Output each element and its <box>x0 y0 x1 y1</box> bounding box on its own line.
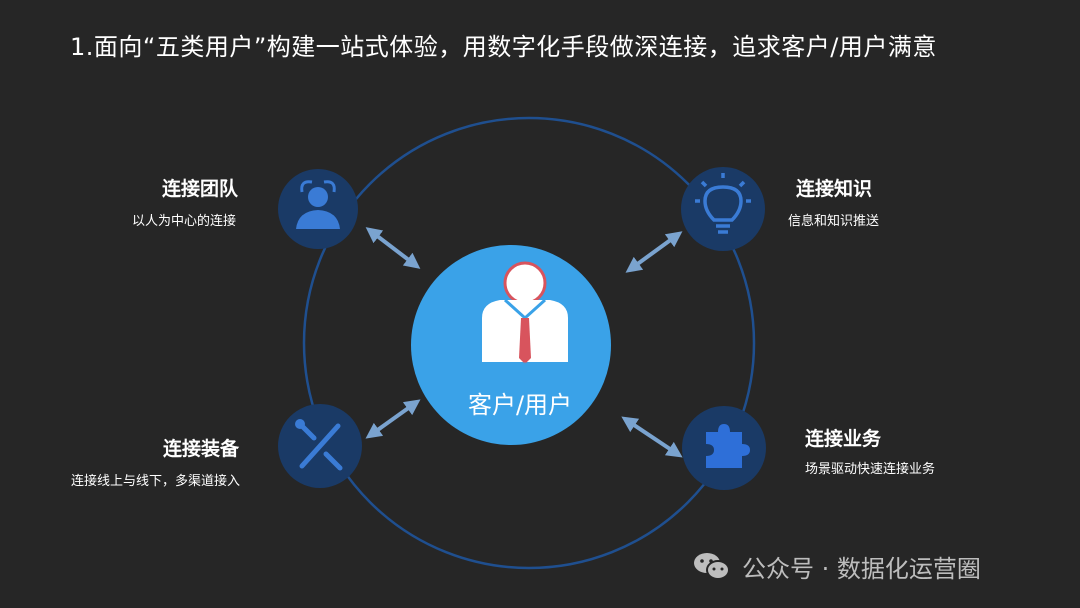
team-subtitle: 以人为中心的连接 <box>132 214 237 229</box>
lightbulb-icon <box>695 173 751 234</box>
watermark: 公众号 · 数据化运营圈 <box>692 548 981 584</box>
label-business: 连接业务 场景驱动快速连接业务 <box>805 426 935 480</box>
arrow-team <box>365 227 421 269</box>
business-title: 连接业务 <box>805 428 882 450</box>
user-icon <box>482 261 568 364</box>
business-subtitle: 场景驱动快速连接业务 <box>805 462 936 477</box>
team-title: 连接团队 <box>162 178 239 200</box>
node-knowledge <box>681 167 765 251</box>
watermark-text: 公众号 · 数据化运营圈 <box>742 554 981 583</box>
label-equipment: 连接装备 连接线上与线下，多渠道接入 <box>71 436 240 492</box>
tools-icon <box>295 419 343 471</box>
orbit-ring <box>302 116 756 570</box>
node-equipment <box>278 404 362 488</box>
label-team: 连接团队 以人为中心的连接 <box>132 176 239 232</box>
wechat-icon <box>694 553 730 580</box>
node-business <box>682 406 766 490</box>
node-team <box>278 169 358 249</box>
knowledge-title: 连接知识 <box>796 178 873 200</box>
label-knowledge: 连接知识 信息和知识推送 <box>788 176 879 232</box>
center-label: 客户/用户 <box>467 391 573 419</box>
arrow-equipment <box>365 399 421 439</box>
puzzle-icon <box>706 424 750 468</box>
arrow-knowledge <box>625 231 683 273</box>
people-icon <box>296 180 340 229</box>
equipment-subtitle: 连接线上与线下，多渠道接入 <box>71 474 241 489</box>
equipment-title: 连接装备 <box>163 438 240 460</box>
page-title: 1.面向“五类用户”构建一站式体验，用数字化手段做深连接，追求客户/用户满意 <box>70 33 937 61</box>
arrow-business <box>621 416 683 458</box>
knowledge-subtitle: 信息和知识推送 <box>788 214 880 229</box>
